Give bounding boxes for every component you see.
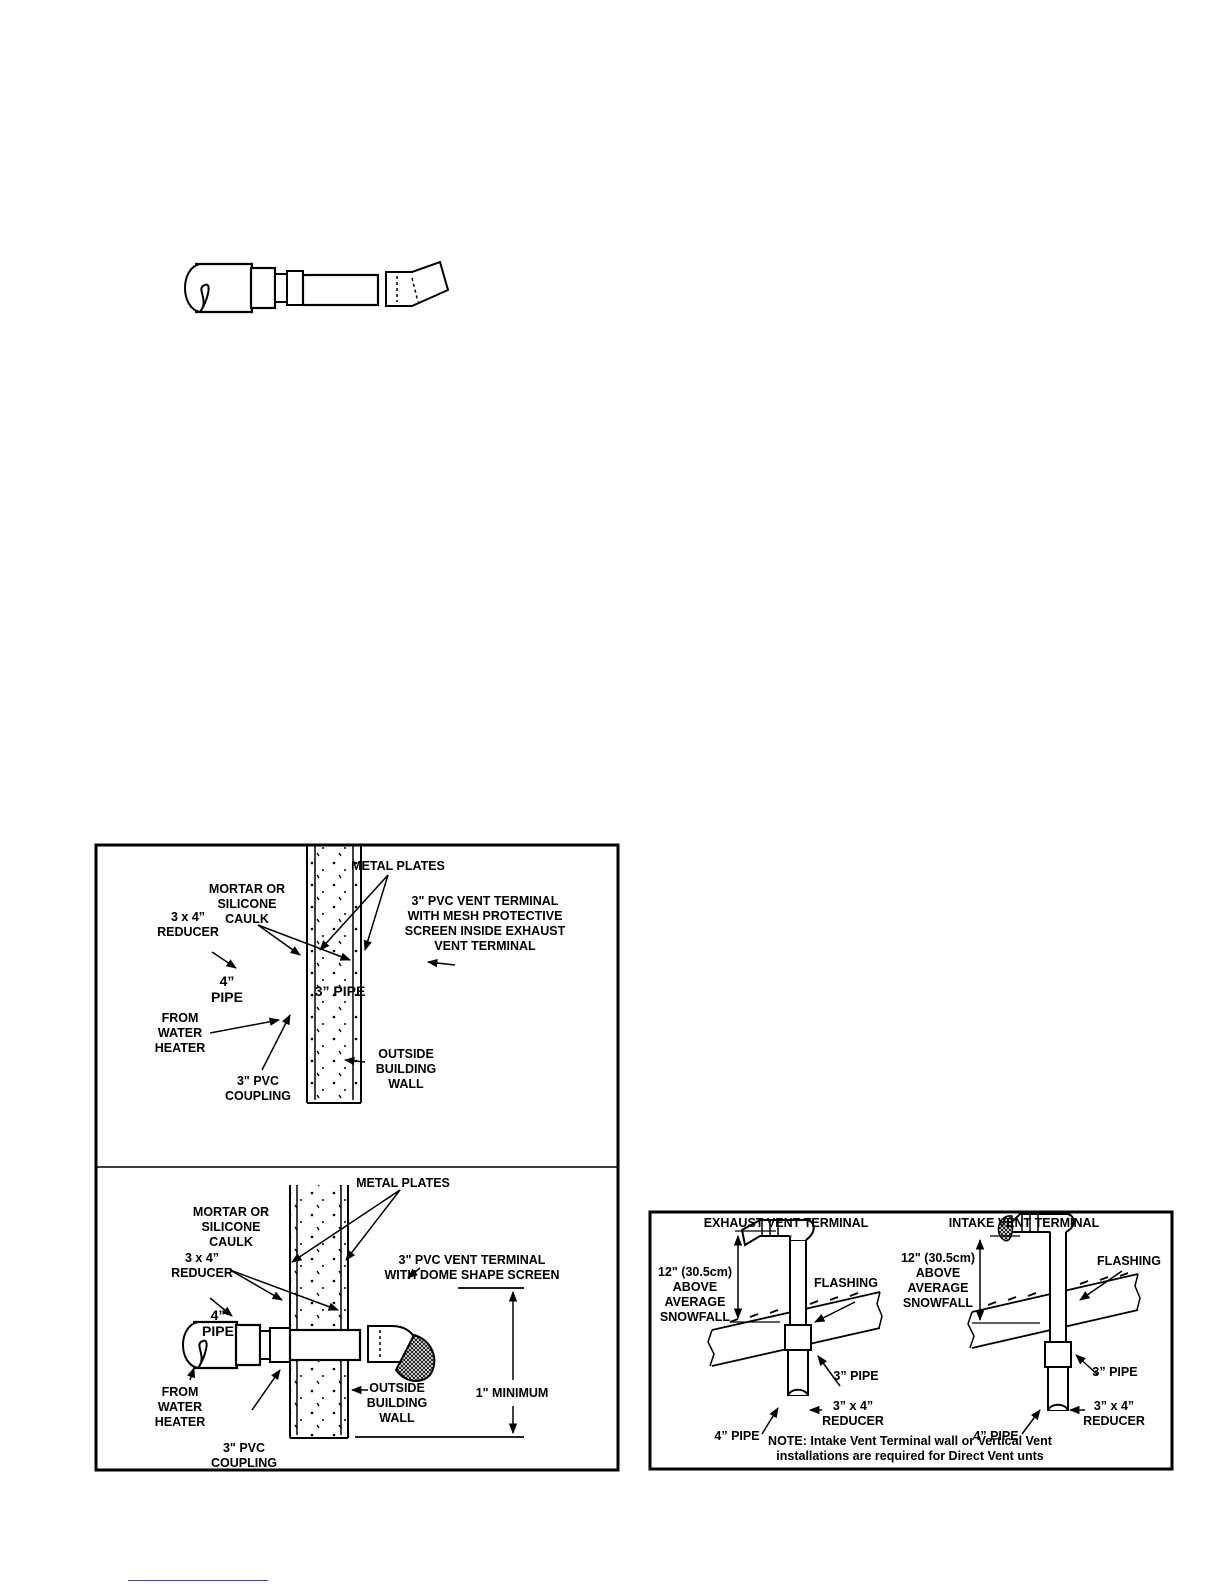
top-from-label-1: FROM — [162, 1011, 199, 1025]
top-mortar-label-3: CAULK — [225, 912, 269, 926]
top-reducer-label-1: 3 x 4” — [171, 910, 205, 924]
top-metal-plates-label: METAL PLATES — [351, 859, 445, 873]
intake-snowfall-1: 12" (30.5cm) — [901, 1251, 975, 1265]
top-from-label-3: HEATER — [155, 1041, 205, 1055]
intake-title: INTAKE VENT TERMINAL — [949, 1216, 1100, 1230]
bottom-wall-label-2: BUILDING — [367, 1396, 427, 1410]
top-terminal-label-3: SCREEN INSIDE EXHAUST — [405, 924, 566, 938]
top-wall-label-3: WALL — [388, 1077, 424, 1091]
roof-intake-drawing — [967, 1212, 1141, 1411]
bottom-coupling-label-2: COUPLING — [211, 1456, 277, 1470]
bottom-4in-pipe-label-2: PIPE — [202, 1323, 234, 1339]
top-wall-label-1: OUTSIDE — [378, 1047, 434, 1061]
bottom-wall-label-1: OUTSIDE — [369, 1381, 425, 1395]
intake-snowfall-4: SNOWFALL — [903, 1296, 973, 1310]
top-4in-pipe-label-2: PIPE — [211, 989, 243, 1005]
bottom-from-label-3: HEATER — [155, 1415, 205, 1429]
bottom-panel-drawing — [182, 1185, 524, 1439]
intake-flashing-label: FLASHING — [1097, 1254, 1161, 1268]
top-coupling-label-1: 3" PVC — [237, 1074, 279, 1088]
bottom-reducer-label-1: 3 x 4” — [185, 1251, 219, 1265]
top-mortar-label-2: SILICONE — [217, 897, 276, 911]
bottom-terminal-label-1: 3" PVC VENT TERMINAL — [399, 1253, 546, 1267]
bottom-link-underline[interactable] — [128, 1580, 268, 1581]
bottom-terminal-label-2: WITH DOME SHAPE SCREEN — [384, 1268, 559, 1282]
bottom-4in-pipe-label-1: 4” — [211, 1307, 226, 1323]
bottom-mortar-label-2: SILICONE — [201, 1220, 260, 1234]
top-3in-pipe-label: 3” PIPE — [315, 983, 366, 999]
exhaust-3in-pipe-label: 3” PIPE — [833, 1369, 878, 1383]
bottom-reducer-label-2: REDUCER — [171, 1266, 233, 1280]
exhaust-reducer-label-2: REDUCER — [822, 1414, 884, 1428]
top-terminal-label-4: VENT TERMINAL — [434, 939, 536, 953]
bottom-from-label-2: WATER — [158, 1400, 202, 1414]
bottom-leaders — [187, 1189, 421, 1411]
note-line-1: NOTE: Intake Vent Terminal wall or Verti… — [768, 1434, 1053, 1448]
exhaust-snowfall-4: SNOWFALL — [660, 1310, 730, 1324]
exhaust-flashing-label: FLASHING — [814, 1276, 878, 1290]
bottom-mortar-label-1: MORTAR OR — [193, 1205, 269, 1219]
right-leaders — [761, 1270, 1123, 1435]
top-coupling-label-2: COUPLING — [225, 1089, 291, 1103]
bottom-wall-label-3: WALL — [379, 1411, 415, 1425]
right-figure-frame — [648, 1210, 1174, 1471]
bottom-from-label-1: FROM — [162, 1385, 199, 1399]
intake-reducer-label-2: REDUCER — [1083, 1414, 1145, 1428]
exhaust-reducer-label-1: 3” x 4” — [833, 1399, 873, 1413]
intake-snowfall-2: ABOVE — [916, 1266, 960, 1280]
exhaust-snowfall-3: AVERAGE — [665, 1295, 726, 1309]
exhaust-4in-pipe-label: 4” PIPE — [714, 1429, 759, 1443]
roof-exhaust-drawing — [707, 1218, 883, 1396]
top-reducer-label-2: REDUCER — [157, 925, 219, 939]
bottom-coupling-label-1: 3" PVC — [223, 1441, 265, 1455]
top-wall-label-2: BUILDING — [376, 1062, 436, 1076]
bottom-mortar-label-3: CAULK — [209, 1235, 253, 1249]
exhaust-snowfall-2: ABOVE — [673, 1280, 717, 1294]
top-mortar-label-1: MORTAR OR — [209, 882, 285, 896]
exhaust-snowfall-1: 12" (30.5cm) — [658, 1265, 732, 1279]
top-terminal-label-2: WITH MESH PROTECTIVE — [408, 909, 563, 923]
top-leaders — [209, 874, 456, 1071]
exhaust-title: EXHAUST VENT TERMINAL — [704, 1216, 869, 1230]
bottom-metal-plates-label: METAL PLATES — [356, 1176, 450, 1190]
intake-snowfall-3: AVERAGE — [908, 1281, 969, 1295]
top-terminal-label-1: 3" PVC VENT TERMINAL — [412, 894, 559, 908]
top-from-label-2: WATER — [158, 1026, 202, 1040]
intake-3in-pipe-label: 3” PIPE — [1092, 1365, 1137, 1379]
intake-4in-pipe-label: 4” PIPE — [973, 1429, 1018, 1443]
top-4in-pipe-label-1: 4” — [220, 973, 235, 989]
bottom-minimum-label: 1" MINIMUM — [476, 1386, 549, 1400]
intake-reducer-label-1: 3” x 4” — [1094, 1399, 1134, 1413]
note-line-2: installations are required for Direct Ve… — [776, 1449, 1043, 1463]
